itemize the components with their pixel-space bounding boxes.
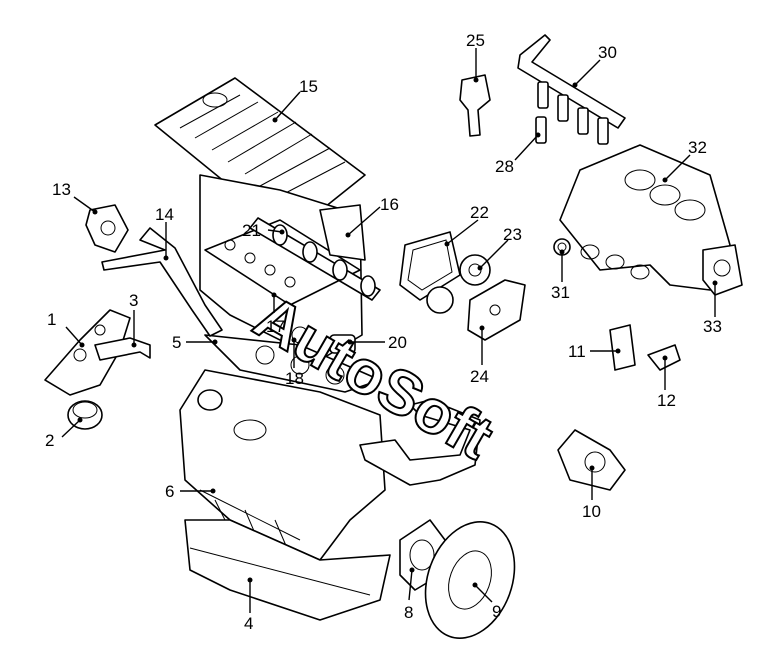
callout-6: 6 [165, 482, 174, 501]
callout-17: 17 [266, 317, 285, 336]
camshaft-sensor[interactable] [329, 334, 356, 354]
callout-22: 22 [470, 203, 489, 222]
starter-motor[interactable] [557, 429, 626, 491]
callout-1: 1 [47, 310, 56, 329]
callout-28: 28 [495, 157, 514, 176]
timing-cover[interactable] [319, 204, 366, 261]
spark-plug[interactable] [535, 116, 547, 144]
callout-labels: 1 2 3 4 5 6 8 9 10 11 12 13 14 15 16 17 … [45, 31, 722, 633]
callout-24: 24 [470, 367, 489, 386]
callout-32: 32 [688, 138, 707, 157]
callout-11: 11 [568, 342, 586, 361]
cylinder-head[interactable] [199, 174, 363, 361]
callout-13: 13 [52, 180, 71, 199]
bracket[interactable] [94, 337, 151, 361]
callout-20: 20 [388, 333, 407, 352]
callout-33: 33 [703, 317, 722, 336]
callout-16: 16 [380, 195, 399, 214]
callout-3: 3 [129, 291, 138, 310]
oil-pan[interactable] [184, 519, 391, 621]
head-gasket[interactable] [204, 334, 381, 393]
throttle-body[interactable] [702, 244, 743, 296]
callout-12: 12 [657, 391, 676, 410]
callout-18: 18 [285, 369, 304, 388]
sprocket[interactable] [426, 254, 491, 314]
intake-manifold[interactable] [559, 144, 731, 291]
fuel-rail[interactable] [517, 34, 626, 145]
callout-30: 30 [598, 43, 617, 62]
cover-plate[interactable] [467, 279, 526, 341]
callout-14: 14 [155, 205, 174, 224]
flywheel[interactable] [410, 509, 530, 650]
camshaft[interactable] [249, 217, 381, 301]
callout-4: 4 [244, 614, 253, 633]
callout-31: 31 [551, 283, 570, 302]
leader-lines [61, 48, 718, 613]
callout-15: 15 [299, 77, 318, 96]
coolant-pipe[interactable] [101, 227, 223, 337]
oil-filter-housing[interactable] [44, 309, 131, 396]
timing-gasket[interactable] [399, 231, 461, 301]
ignition-coil[interactable] [459, 74, 491, 137]
callout-10: 10 [582, 502, 601, 521]
callout-25: 25 [466, 31, 485, 50]
callout-2: 2 [45, 431, 54, 450]
cylinder-block[interactable] [179, 369, 386, 561]
callout-5: 5 [172, 333, 181, 352]
mount-bracket[interactable] [609, 324, 636, 371]
thermostat-housing[interactable] [85, 204, 129, 253]
callout-9: 9 [492, 602, 501, 621]
callout-8: 8 [404, 603, 413, 622]
oil-pump-rail[interactable] [359, 399, 481, 486]
callout-23: 23 [503, 225, 522, 244]
oil-filter[interactable] [67, 400, 103, 430]
callout-21: 21 [242, 221, 261, 240]
